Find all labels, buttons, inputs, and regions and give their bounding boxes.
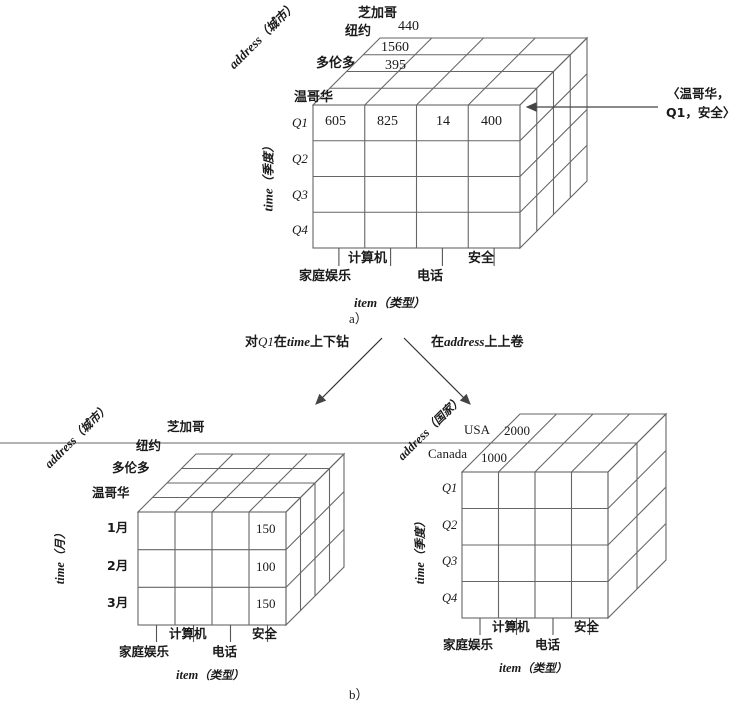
cube-top-address-member-3: 芝加哥 bbox=[358, 6, 398, 21]
cube-left-top-face bbox=[136, 453, 346, 513]
cube-right-top-value-0: 1000 bbox=[481, 450, 507, 465]
cube-left-address-member-2: 纽约 bbox=[136, 438, 162, 453]
cube-top-top-value-0: 395 bbox=[385, 58, 406, 73]
cube-right-right-face bbox=[607, 412, 667, 620]
item-axis-unit: （类型） bbox=[198, 668, 245, 682]
cube-right-front-face bbox=[461, 471, 609, 619]
cube-right-item-member-2: 电话 bbox=[535, 637, 561, 652]
cube-right-time-member-1: Q2 bbox=[442, 518, 458, 532]
cube-left-item-member-0: 家庭娱乐 bbox=[119, 644, 170, 659]
cube-top-top-face bbox=[311, 37, 589, 106]
cube-top-front-value-1: 825 bbox=[377, 114, 398, 129]
cube-right-time-member-0: Q1 bbox=[442, 481, 458, 495]
item-axis-name: item bbox=[354, 295, 378, 310]
cube-left-time-member-1: 2月 bbox=[107, 558, 129, 573]
time-axis-unit: （季度） bbox=[412, 516, 427, 563]
cube-left-time-axis-label: time（月） bbox=[52, 527, 67, 585]
cube-left-item-member-2: 电话 bbox=[212, 644, 238, 659]
cube-top-time-member-0: Q1 bbox=[292, 115, 308, 130]
item-axis-name: item bbox=[176, 668, 199, 682]
figure-caption-b: b） bbox=[349, 687, 369, 702]
cube-left-right-face bbox=[285, 452, 345, 627]
cube-top-address-member-0: 温哥华 bbox=[294, 90, 334, 105]
cube-top-front-value-0: 605 bbox=[325, 114, 346, 129]
cube-left-address-member-3: 芝加哥 bbox=[167, 419, 205, 434]
cube-left-item-ticks bbox=[155, 625, 269, 642]
cube-left-security-value-1: 100 bbox=[256, 559, 276, 574]
cube-top-callout-line2: Q1，安全〉 bbox=[666, 105, 734, 120]
cube-top-time-member-1: Q2 bbox=[292, 151, 308, 166]
cube-right-item-member-1: 计算机 bbox=[492, 619, 530, 634]
cube-top-front-value-2: 14 bbox=[436, 114, 450, 129]
cube-top-time-axis-label: time（季度） bbox=[260, 140, 276, 212]
cube-left-time-member-2: 3月 bbox=[107, 595, 129, 610]
cube-right-time-member-2: Q3 bbox=[442, 554, 458, 568]
time-axis-name: time bbox=[260, 188, 276, 212]
drill-down-arrow-label: 对Q1在time上下钻 bbox=[245, 334, 350, 350]
cube-top-item-member-0: 家庭娱乐 bbox=[299, 269, 352, 284]
cube-right-item-ticks bbox=[479, 618, 591, 635]
cube-top-top-value-1: 1560 bbox=[381, 40, 409, 55]
cube-top-address-member-2: 纽约 bbox=[345, 24, 372, 39]
cube-left-item-member-1: 计算机 bbox=[169, 626, 207, 641]
item-axis-name: item bbox=[499, 661, 522, 675]
cube-right-time-member-3: Q4 bbox=[442, 591, 458, 605]
cube-right-item-axis-label: item（类型） bbox=[499, 662, 567, 675]
time-axis-name: time bbox=[412, 562, 427, 585]
cube-top-item-ticks bbox=[338, 248, 495, 266]
roll-up-arrow bbox=[403, 337, 471, 405]
time-axis-unit: （月） bbox=[52, 527, 67, 563]
figure-caption-a: a） bbox=[349, 311, 368, 326]
cube-top-item-axis-label: item（类型） bbox=[354, 296, 425, 309]
cube-top-right-face bbox=[519, 36, 588, 250]
drill-down-arrow bbox=[315, 337, 383, 405]
cube-right-time-axis-label: time（季度） bbox=[412, 516, 427, 585]
time-axis-name: time bbox=[52, 562, 67, 585]
cube-top-address-member-1: 多伦多 bbox=[316, 56, 356, 71]
cube-top-item-member-1: 计算机 bbox=[348, 251, 388, 266]
cube-right-item-member-0: 家庭娱乐 bbox=[443, 637, 494, 652]
cube-right-top-value-1: 2000 bbox=[504, 423, 530, 438]
cube-right-address-member-0: Canada bbox=[428, 446, 467, 461]
cube-left-item-axis-label: item（类型） bbox=[176, 669, 244, 682]
cube-top-item-member-3: 安全 bbox=[468, 251, 495, 266]
cube-top-item-member-2: 电话 bbox=[417, 269, 444, 284]
cube-left-address-member-1: 多伦多 bbox=[112, 460, 150, 475]
cube-right-address-member-1: USA bbox=[464, 422, 491, 437]
time-axis-unit: （季度） bbox=[261, 140, 276, 189]
cube-top-callout-line1: 〈温哥华， bbox=[667, 86, 730, 101]
item-axis-unit: （类型） bbox=[377, 296, 426, 310]
item-axis-unit: （类型） bbox=[521, 661, 568, 675]
cube-top-time-member-3: Q4 bbox=[292, 222, 308, 237]
cube-right-item-member-3: 安全 bbox=[574, 619, 600, 634]
cube-left-time-member-0: 1月 bbox=[107, 520, 129, 535]
cube-top-top-value-2: 440 bbox=[398, 19, 419, 34]
cube-left-security-value-0: 150 bbox=[256, 521, 276, 536]
cube-left-security-value-2: 150 bbox=[256, 596, 276, 611]
cube-left-item-member-3: 安全 bbox=[252, 626, 278, 641]
roll-up-arrow-label: 在address上上卷 bbox=[431, 334, 524, 350]
cube-top-front-value-3: 400 bbox=[481, 114, 502, 129]
cube-left-address-member-0: 温哥华 bbox=[92, 485, 130, 500]
cube-top-time-member-2: Q3 bbox=[292, 187, 308, 202]
